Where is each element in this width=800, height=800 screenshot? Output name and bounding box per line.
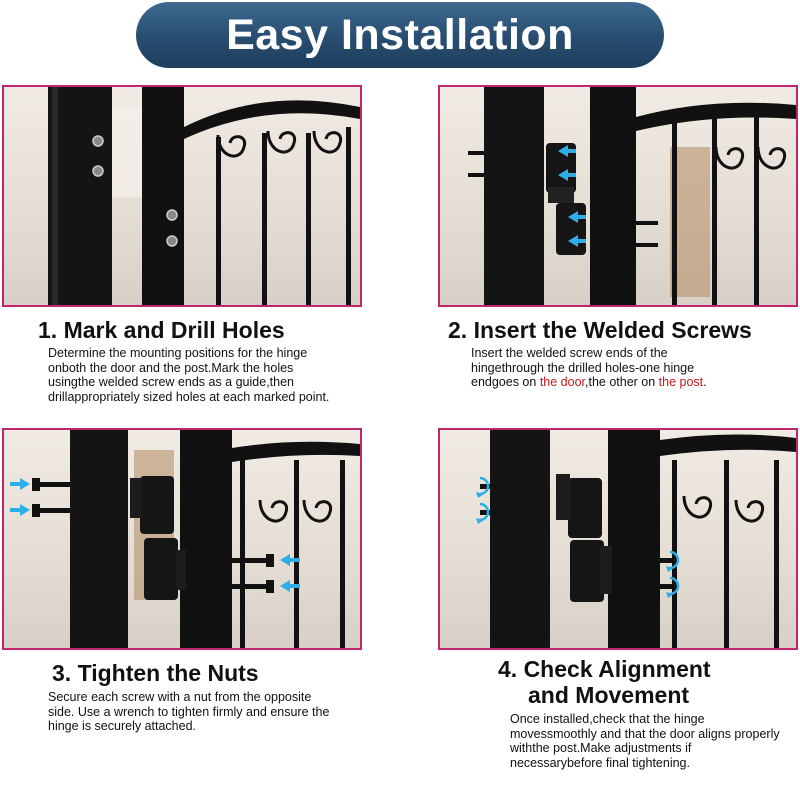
rotate-arrow-icon	[479, 476, 680, 596]
drill-hole-icon	[92, 135, 178, 247]
step-3-description: Secure each screw with a nut from the op…	[48, 690, 330, 733]
step-2-title: 2. Insert the Welded Screws	[448, 317, 752, 343]
step-1-title: 1. Mark and Drill Holes	[38, 317, 285, 343]
step-4-description: Once installed,check that the hinge move…	[510, 712, 780, 770]
step-3-image	[2, 428, 362, 650]
hinge-icon	[130, 476, 186, 600]
hinge-icon	[546, 143, 586, 255]
step-1-image	[2, 85, 362, 307]
step-2-desc-part-b: ,the other on	[585, 375, 659, 389]
blue-arrow-icon	[10, 478, 300, 592]
step-2-desc-part-a: Insert the welded screw ends of the hing…	[471, 346, 695, 389]
step-2-desc-part-c: .	[703, 375, 707, 389]
step-2-highlight-post: the post	[658, 375, 704, 389]
step-4-title-line-1: 4. Check Alignment	[498, 656, 711, 682]
step-4-image	[438, 428, 798, 650]
step-2-highlight-door: the door	[539, 375, 585, 389]
hinge-icon	[556, 474, 612, 602]
page-title: Easy Installation	[226, 10, 574, 59]
step-2-image	[438, 85, 798, 307]
step-4-title-line-2: and Movement	[528, 682, 690, 708]
title-banner: Easy Installation	[136, 2, 664, 68]
step-3-title: 3. Tighten the Nuts	[52, 660, 259, 686]
step-2-description: Insert the welded screw ends of the hing…	[471, 346, 731, 390]
blue-arrow-icon	[558, 145, 586, 247]
step-1-description: Determine the mounting positions for the…	[48, 346, 330, 404]
